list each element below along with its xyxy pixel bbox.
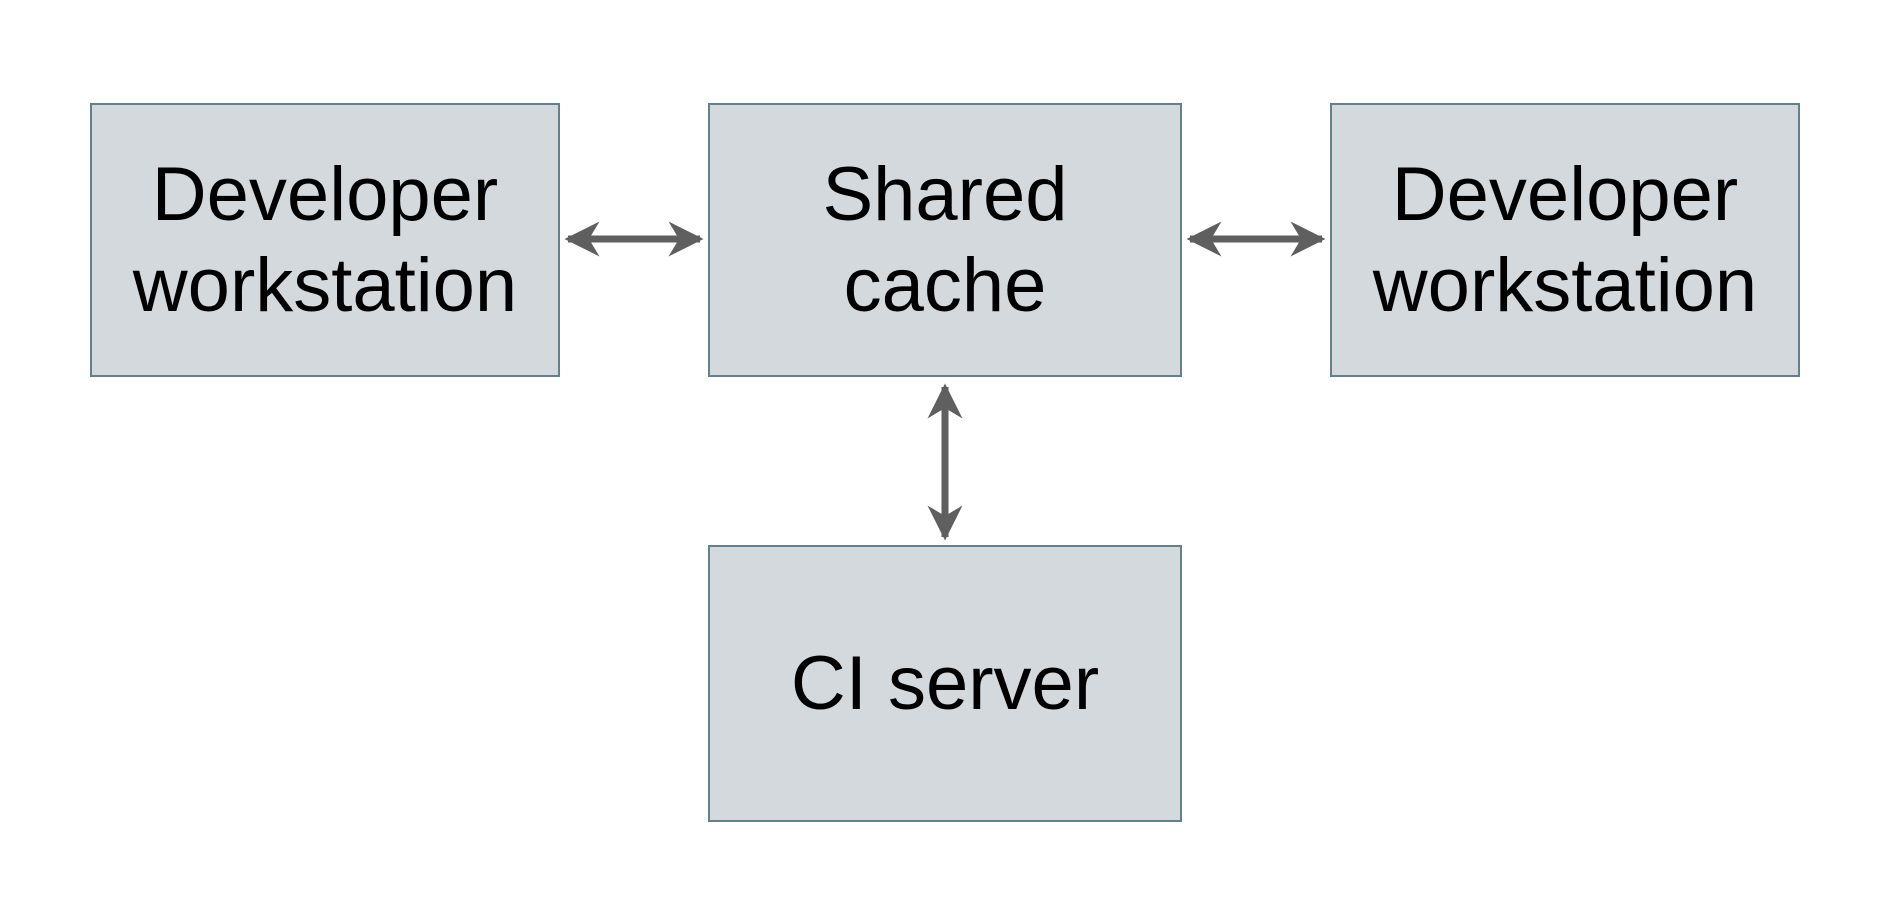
- node-developer-workstation-right: Developer workstation: [1330, 103, 1800, 377]
- node-shared-cache: Shared cache: [708, 103, 1182, 377]
- node-ci-server: CI server: [708, 545, 1182, 822]
- node-label: Developer workstation: [1372, 151, 1758, 328]
- node-label: Shared cache: [822, 151, 1068, 328]
- node-label: Developer workstation: [132, 151, 518, 328]
- node-label: CI server: [790, 640, 1100, 726]
- node-developer-workstation-left: Developer workstation: [90, 103, 560, 377]
